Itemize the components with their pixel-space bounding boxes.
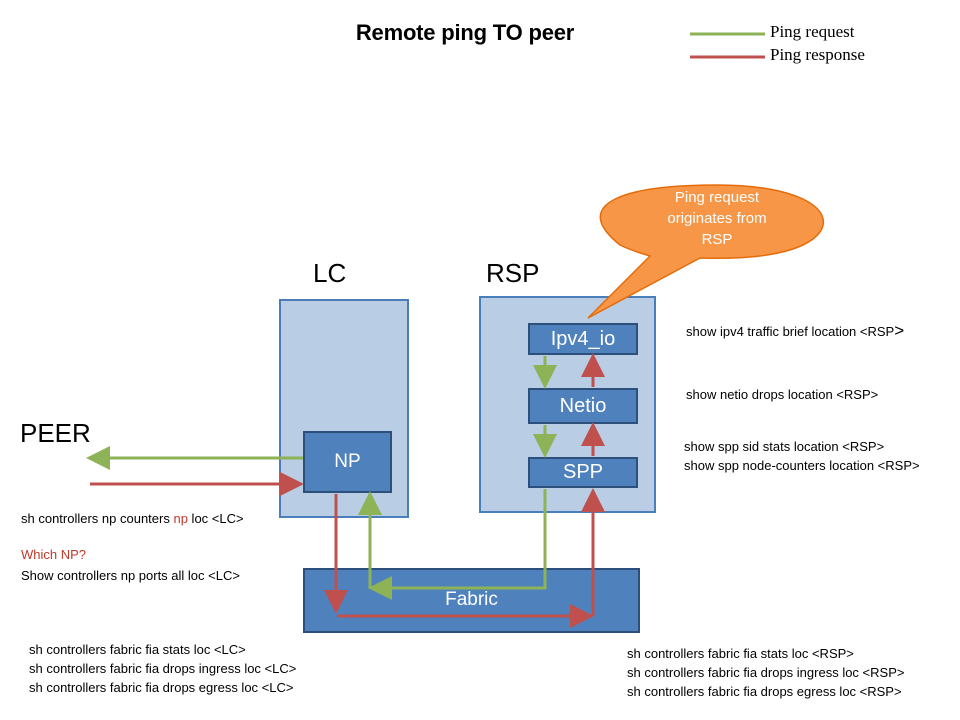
np-block: NP xyxy=(303,431,392,493)
ipv4-io-block: Ipv4_io xyxy=(528,323,638,355)
ipv4-command-text: show ipv4 traffic brief location <RSP xyxy=(686,324,895,339)
np-counters-prefix: sh controllers np counters xyxy=(21,511,174,526)
rsp-fabric-command-line: sh controllers fabric fia stats loc <RSP… xyxy=(627,646,854,661)
netio-command: show netio drops location <RSP> xyxy=(686,387,879,402)
lc-fabric-command-line: sh controllers fabric fia drops egress l… xyxy=(29,680,294,695)
np-ports-command: Show controllers np ports all loc <LC> xyxy=(21,568,240,583)
spp-command-line: show spp node-counters location <RSP> xyxy=(684,458,920,473)
rsp-fabric-command-line: sh controllers fabric fia drops ingress … xyxy=(627,665,905,680)
peer-label: PEER xyxy=(20,418,91,448)
which-np-note: Which NP? xyxy=(21,547,87,562)
netio-block: Netio xyxy=(528,388,638,424)
callout-text: Ping request originates from RSP xyxy=(652,187,782,250)
spp-commands: show spp sid stats location <RSP> show s… xyxy=(684,437,920,475)
callout-line: originates from xyxy=(667,210,767,227)
legend-request-label: Ping request xyxy=(770,22,855,41)
page-title: Remote ping TO peer xyxy=(355,20,575,45)
rsp-fabric-command-line: sh controllers fabric fia drops egress l… xyxy=(627,684,902,699)
lc-fabric-command-line: sh controllers fabric fia drops ingress … xyxy=(29,661,297,676)
rsp-label: RSP xyxy=(486,258,540,288)
lc-label: LC xyxy=(313,258,347,288)
lc-fabric-commands: sh controllers fabric fia stats loc <LC>… xyxy=(29,640,296,697)
ipv4-command-suffix: > xyxy=(894,321,905,340)
spp-command-line: show spp sid stats location <RSP> xyxy=(684,439,885,454)
spp-block: SPP xyxy=(528,457,638,488)
callout-line: RSP xyxy=(701,231,733,248)
np-counters-highlight: np xyxy=(173,511,188,526)
legend-response-label: Ping response xyxy=(770,45,865,64)
fabric-block: Fabric xyxy=(303,568,640,633)
rsp-fabric-commands: sh controllers fabric fia stats loc <RSP… xyxy=(627,644,904,701)
callout-line: Ping request xyxy=(674,189,760,206)
ipv4-command: show ipv4 traffic brief location <RSP> xyxy=(686,321,904,341)
np-counters-command: sh controllers np counters np loc <LC> xyxy=(21,509,244,528)
lc-fabric-command-line: sh controllers fabric fia stats loc <LC> xyxy=(29,642,246,657)
np-counters-suffix: loc <LC> xyxy=(187,511,244,526)
